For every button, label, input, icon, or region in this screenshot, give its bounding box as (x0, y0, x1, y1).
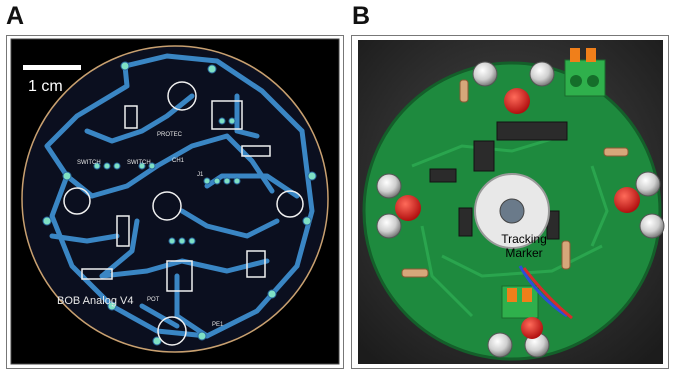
silkscreen-text: PROTEC CH1 SWITCH SWITCH J1 POT PE1 (77, 132, 224, 328)
panel-b-letter: B (352, 2, 371, 30)
pcb-layout-image: PROTEC CH1 SWITCH SWITCH J1 POT PE1 BOB … (10, 38, 340, 365)
assembled-board-photo (358, 40, 665, 364)
tracking-marker-label: Tracking Marker (489, 232, 559, 260)
svg-text:SWITCH: SWITCH (127, 160, 151, 166)
svg-text:PROTEC: PROTEC (157, 132, 183, 138)
component-silkscreen (63, 81, 304, 346)
tracking-marker-label-line2: Marker (505, 246, 543, 260)
svg-text:J1: J1 (197, 172, 204, 178)
solder-pads (42, 61, 317, 346)
blue-wire (518, 265, 568, 318)
red-leds (395, 88, 640, 339)
board-label: BOB Analog V4 (57, 295, 133, 307)
scale-bar-label: 1 cm (28, 78, 63, 95)
mounting-screws (376, 61, 665, 358)
pcb-board-outline (21, 45, 329, 353)
scale-bar (23, 65, 81, 70)
panel-a-letter: A (6, 2, 25, 30)
assembled-board-panel: Tracking Marker (351, 35, 669, 369)
svg-text:PE1: PE1 (212, 322, 224, 328)
svg-text:CH1: CH1 (172, 158, 185, 164)
svg-text:SWITCH: SWITCH (77, 160, 101, 166)
resistors (401, 79, 629, 278)
svg-text:POT: POT (147, 297, 160, 303)
pcb-layout-panel: PROTEC CH1 SWITCH SWITCH J1 POT PE1 BOB … (6, 35, 344, 369)
tracking-marker-label-line1: Tracking (501, 232, 547, 246)
red-wire (522, 267, 573, 320)
slide-switches (429, 121, 568, 240)
terminal-blocks (501, 48, 606, 319)
